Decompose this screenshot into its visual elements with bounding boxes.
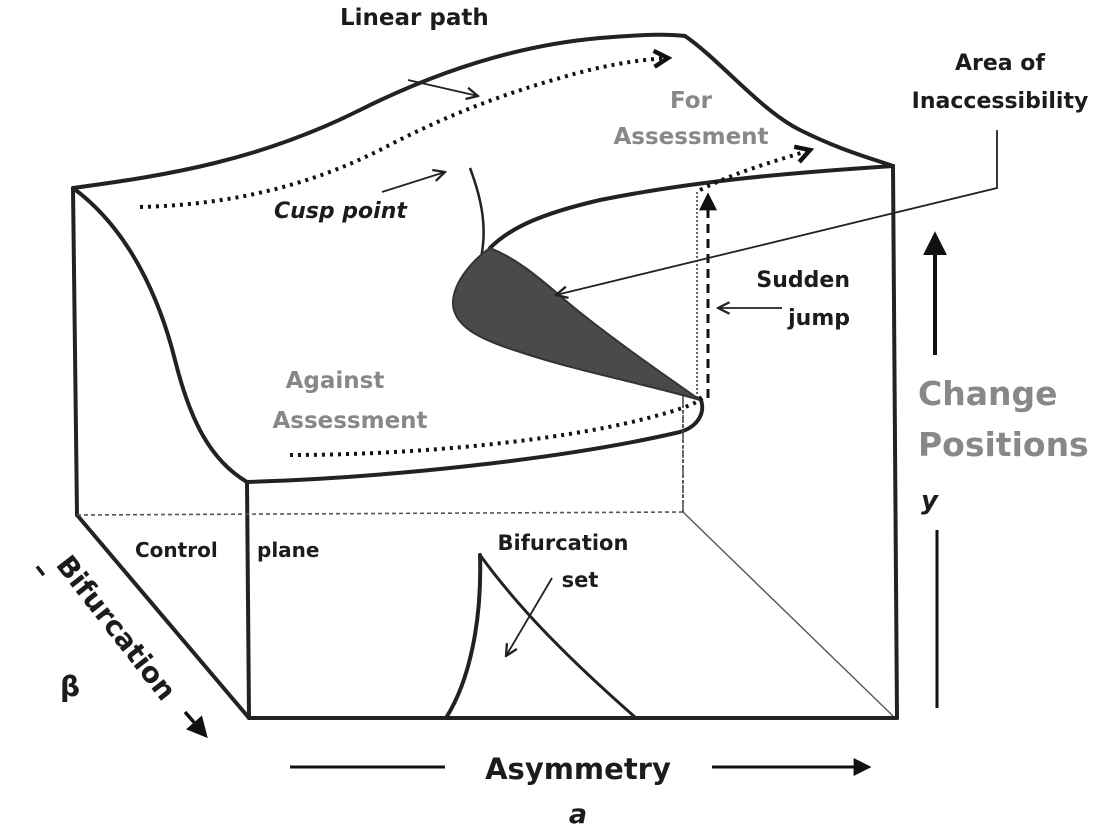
inaccessibility-pointer	[556, 130, 998, 295]
for-assessment-label-line1: For	[670, 88, 713, 114]
dotted-paths	[139, 58, 810, 512]
cusp-fold-line	[468, 167, 485, 263]
for-assessment-label-line2: Assessment	[613, 124, 768, 150]
bifurcation-set-curve	[444, 553, 638, 720]
box-frame	[71, 164, 899, 720]
area-inaccessibility-label-line2: Inaccessibility	[912, 89, 1089, 114]
behavior-surface	[71, 32, 895, 484]
against-assessment-label-line2: Assessment	[272, 408, 427, 434]
hidden-back-bottom-edge	[76, 511, 684, 516]
bottom-left-diagonal-edge	[75, 513, 251, 720]
bifurcation-set-label-line2: set	[562, 568, 599, 592]
area-inaccessibility-label-line1: Area of	[955, 51, 1045, 76]
labels: Linear path For Assessment Area of Inacc…	[24, 5, 1088, 830]
left-back-edge	[71, 186, 79, 517]
cusp-point-pointer	[381, 172, 445, 193]
pointer-arrows	[381, 79, 998, 656]
right-front-edge	[891, 164, 899, 720]
bifurcation-set-label-line1: Bifurcation	[498, 531, 629, 555]
change-positions-label-line1: Change	[918, 374, 1057, 413]
control-plane-label-line1: Control	[135, 538, 218, 562]
sudden-jump-label-line2: jump	[787, 306, 850, 331]
bifurcation-down-arrow	[183, 710, 208, 739]
lower-sheet-front-edge	[245, 396, 705, 484]
y-axis-symbol: y	[921, 486, 939, 516]
against-assessment-label-line1: Against	[286, 368, 385, 394]
alpha-symbol: a	[569, 799, 587, 830]
bifurcation-left-branch	[444, 553, 483, 720]
front-left-edge	[245, 480, 251, 720]
upper-sheet-front-edge	[488, 164, 895, 250]
surface-left-curve	[71, 186, 249, 484]
change-positions-label-line2: Positions	[918, 425, 1089, 464]
sudden-jump-label-line1: Sudden	[756, 268, 850, 293]
linear-path-dotted	[139, 58, 668, 209]
linear-path-label: Linear path	[340, 5, 489, 31]
hidden-diagonal-edge	[682, 511, 894, 717]
linear-path-pointer	[407, 79, 478, 96]
control-plane-label-line2: plane	[257, 538, 319, 562]
surface-right-back-edge	[683, 34, 895, 168]
fold-region	[451, 246, 701, 401]
axes	[183, 231, 947, 776]
bifurcation-right-branch	[478, 553, 638, 720]
against-assessment-dotted	[289, 396, 704, 457]
asymmetry-axis-label: Asymmetry	[485, 752, 671, 786]
for-assessment-dotted	[699, 150, 810, 192]
cusp-point-label: Cusp point	[274, 199, 408, 224]
surface-back-edge	[71, 32, 687, 190]
beta-symbol: β	[60, 670, 80, 703]
